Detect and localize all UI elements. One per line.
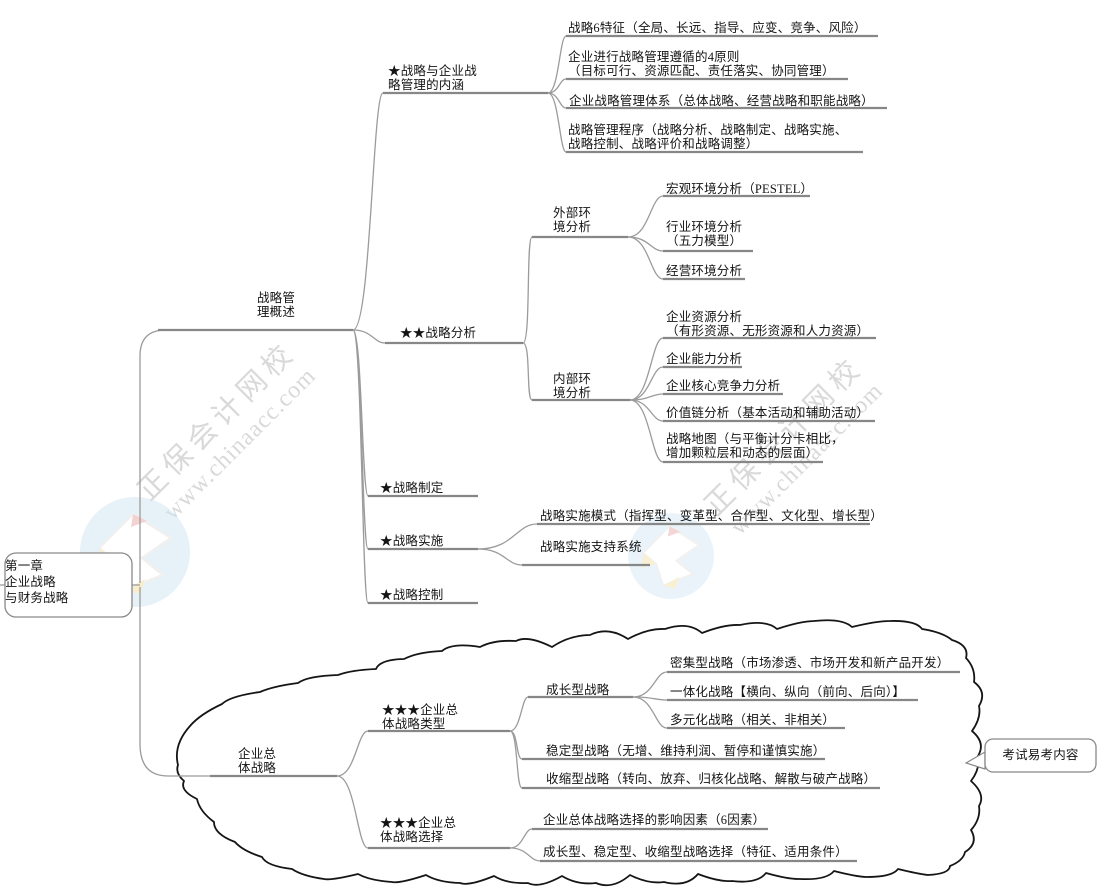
node-diversification-strategy: 多元化战略（相关、非相关）: [670, 713, 836, 727]
node-management-procedure: 战略管理程序（战略分析、战略制定、战略实施、 战略控制、战略评价和战略调整）: [568, 123, 848, 151]
node-choice-of-strategies: 成长型、稳定型、收缩型战略选择（特征、适用条件）: [543, 845, 848, 859]
node-internal-environment: 内部环 境分析: [553, 372, 592, 400]
edge: [629, 366, 664, 401]
edge: [629, 399, 664, 463]
edge: [139, 587, 210, 777]
edge: [522, 342, 533, 401]
node-implementation-modes: 战略实施模式（指挥型、变革型、合作型、文化型、增长型）: [540, 509, 883, 523]
node-stability-strategy: 稳定型战略（无增、维持利润、暂停和谨慎实施）: [546, 744, 826, 758]
edge: [509, 847, 541, 862]
node-retrenchment-strategy: 收缩型战略（转向、放弃、归核化战略、解散与破产战略）: [546, 772, 877, 786]
edge: [336, 730, 369, 777]
node-integration-strategy: 一体化战略【横向、纵向（前向、后向）】: [670, 685, 906, 699]
logo-watermark-icon: [628, 513, 714, 599]
edge: [547, 92, 567, 153]
node-overall-strategy-types: ★★★企业总 体战略类型: [382, 703, 459, 731]
edge: [629, 399, 664, 422]
edge: [632, 696, 668, 729]
edge: [509, 828, 533, 849]
root-node-box: [4, 552, 133, 618]
edge: [352, 329, 369, 604]
node-external-environment: 外部环 境分析: [553, 206, 592, 234]
edge: [509, 696, 529, 732]
node-capability-analysis: 企业能力分析: [666, 352, 743, 366]
node-macro-analysis: 宏观环境分析（PESTEL）: [666, 182, 814, 196]
edge: [352, 329, 386, 344]
edge: [336, 775, 369, 849]
node-strategy-management-overview: 战略管 理概述: [256, 291, 296, 319]
node-choice-influencing-factors: 企业总体战略选择的影响因素（6因素）: [543, 813, 766, 827]
node-strategy-implementation: ★战略实施: [380, 534, 444, 548]
root-node-label: 第一章 企业战略 与财务战略: [5, 559, 69, 605]
node-strategy-formulation: ★战略制定: [380, 481, 444, 495]
node-six-features: 战略6特征（全局、长远、指导、应变、竞争、风险）: [568, 21, 867, 35]
edge: [547, 78, 567, 94]
edge: [627, 236, 664, 280]
node-industry-analysis: 行业环境分析 （五力模型）: [666, 220, 743, 248]
edge: [632, 671, 668, 698]
node-implementation-support: 战略实施支持系统: [540, 540, 642, 554]
edge: [352, 92, 384, 331]
node-core-competence-analysis: 企业核心竞争力分析: [666, 379, 781, 393]
node-intensive-strategy: 密集型战略（市场渗透、市场开发和新产品开发）: [670, 656, 950, 670]
edge: [627, 195, 664, 238]
edges-layer: [0, 35, 668, 862]
node-corporate-overall-strategy: 企业总 体战略: [238, 747, 277, 775]
callout-box: [984, 738, 1097, 773]
edge: [477, 548, 523, 566]
node-strategy-connotation: ★战略与企业战 略管理的内涵: [388, 64, 477, 92]
node-resource-analysis: 企业资源分析 （有形资源、无形资源和人力资源）: [666, 310, 870, 338]
node-management-system: 企业战略管理体系（总体战略、经营战略和职能战略）: [569, 94, 874, 108]
edge: [547, 35, 567, 94]
node-underlines-layer: [158, 34, 960, 863]
node-value-chain-analysis: 价值链分析（基本活动和辅助活动）: [666, 406, 870, 420]
edge: [477, 523, 538, 550]
node-overall-strategy-choice: ★★★企业总 体战略选择: [380, 816, 457, 844]
node-strategy-map: 战略地图（与平衡计分卡相比， 增加颗粒层和动态的层面）: [666, 432, 844, 460]
edge: [629, 337, 664, 401]
edge: [627, 236, 664, 252]
node-strategy-control: ★战略控制: [380, 588, 444, 602]
node-operating-analysis: 经营环境分析: [666, 264, 743, 278]
edge: [509, 730, 523, 789]
edge: [522, 236, 533, 344]
node-growth-strategy: 成长型战略: [546, 683, 610, 697]
node-four-principles: 企业进行战略管理遵循的4原则 （目标可行、资源匹配、责任落实、协同管理）: [568, 50, 835, 78]
callout-exam-note-label: 考试易考内容: [1002, 748, 1079, 762]
cloud-outline: [175, 619, 984, 887]
node-strategy-analysis: ★★战略分析: [400, 326, 477, 340]
